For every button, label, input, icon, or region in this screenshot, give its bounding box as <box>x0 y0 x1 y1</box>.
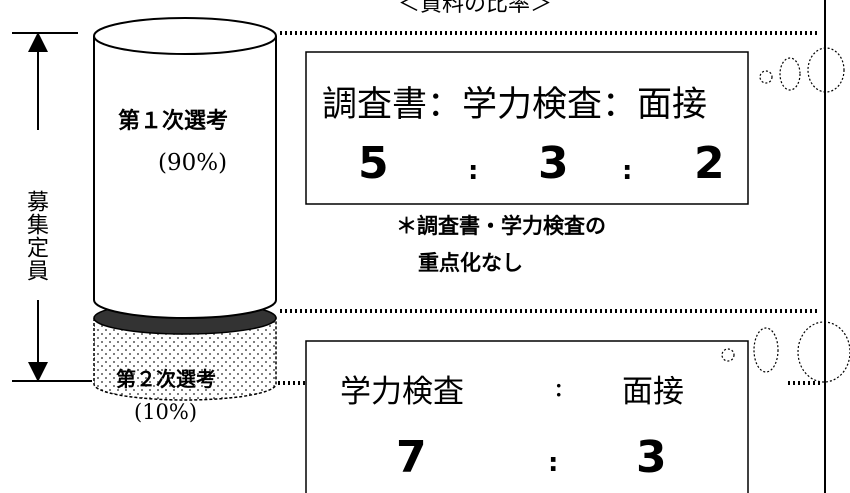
stage2-cylinder-body <box>93 317 277 401</box>
quota-label: 募集定員 <box>23 190 48 282</box>
stage1-note-line2: 重点化なし <box>418 251 523 275</box>
stage2-ratio-heading-separator: : <box>554 370 564 403</box>
bubble-medium-2 <box>753 327 779 373</box>
stage1-label: 第１次選考 <box>118 109 229 134</box>
stage2-ratio-heading-interview: 面接 <box>622 374 684 410</box>
stage1-ratio-value-exam: 3 <box>538 138 569 189</box>
stage1-ratio-separator: : <box>622 156 633 186</box>
bubble-small-2 <box>721 348 735 362</box>
stage2-ratio-separator: : <box>548 448 559 478</box>
stage1-ratio-heading: 調査書：学力検査：面接 <box>322 85 708 125</box>
stage2-ratio-value-interview: 3 <box>636 432 667 483</box>
bubble-large-1 <box>807 47 845 93</box>
stage2-label: 第２次選考 <box>116 367 216 391</box>
stage1-percent: (90%) <box>158 150 228 176</box>
bubble-medium-1 <box>779 57 801 91</box>
stage1-cylinder-body <box>93 36 277 319</box>
stage1-note-line1: ＊調査書・学力検査の <box>396 214 606 238</box>
stage1-ratio-box <box>305 51 749 205</box>
stage2-ratio-heading-exam: 学力検査 <box>340 374 464 410</box>
header-caption: ＜資料の比率＞ <box>398 0 553 17</box>
stage2-ratio-box <box>305 340 749 493</box>
stage1-ratio-separator: : <box>468 156 479 186</box>
stage2-ratio-value-exam: 7 <box>396 432 427 483</box>
stage1-cylinder-top <box>93 17 277 55</box>
stage1-ratio-value-interview: 2 <box>694 138 725 189</box>
stage1-ratio-value-report: 5 <box>358 138 389 189</box>
bubble-small-1 <box>759 70 773 84</box>
stage2-percent: (10%) <box>134 400 198 424</box>
